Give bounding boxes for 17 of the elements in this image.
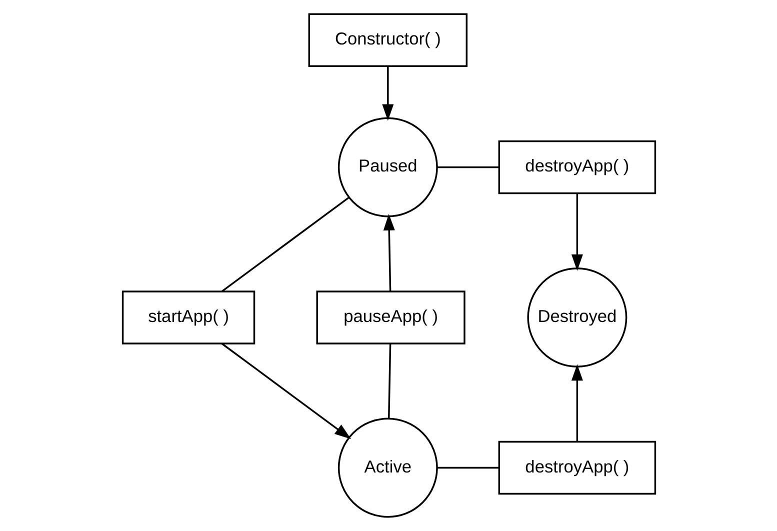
arrow (570, 364, 582, 442)
arrow (220, 342, 351, 440)
connector (436, 466, 498, 469)
connector (221, 196, 349, 292)
connector (436, 166, 498, 168)
node-box: pauseApp( ) (316, 290, 465, 344)
node-box: Constructor( ) (308, 13, 468, 67)
node-circle: Paused (337, 117, 438, 218)
node-circle: Destroyed (526, 268, 627, 368)
connector (387, 344, 391, 419)
node-box: destroyApp( ) (498, 440, 656, 495)
arrow (382, 214, 394, 292)
node-circle: Active (337, 418, 438, 518)
node-box: startApp( ) (121, 290, 255, 344)
arrow (570, 194, 582, 271)
node-box: destroyApp( ) (498, 140, 656, 194)
arrow (382, 66, 394, 121)
